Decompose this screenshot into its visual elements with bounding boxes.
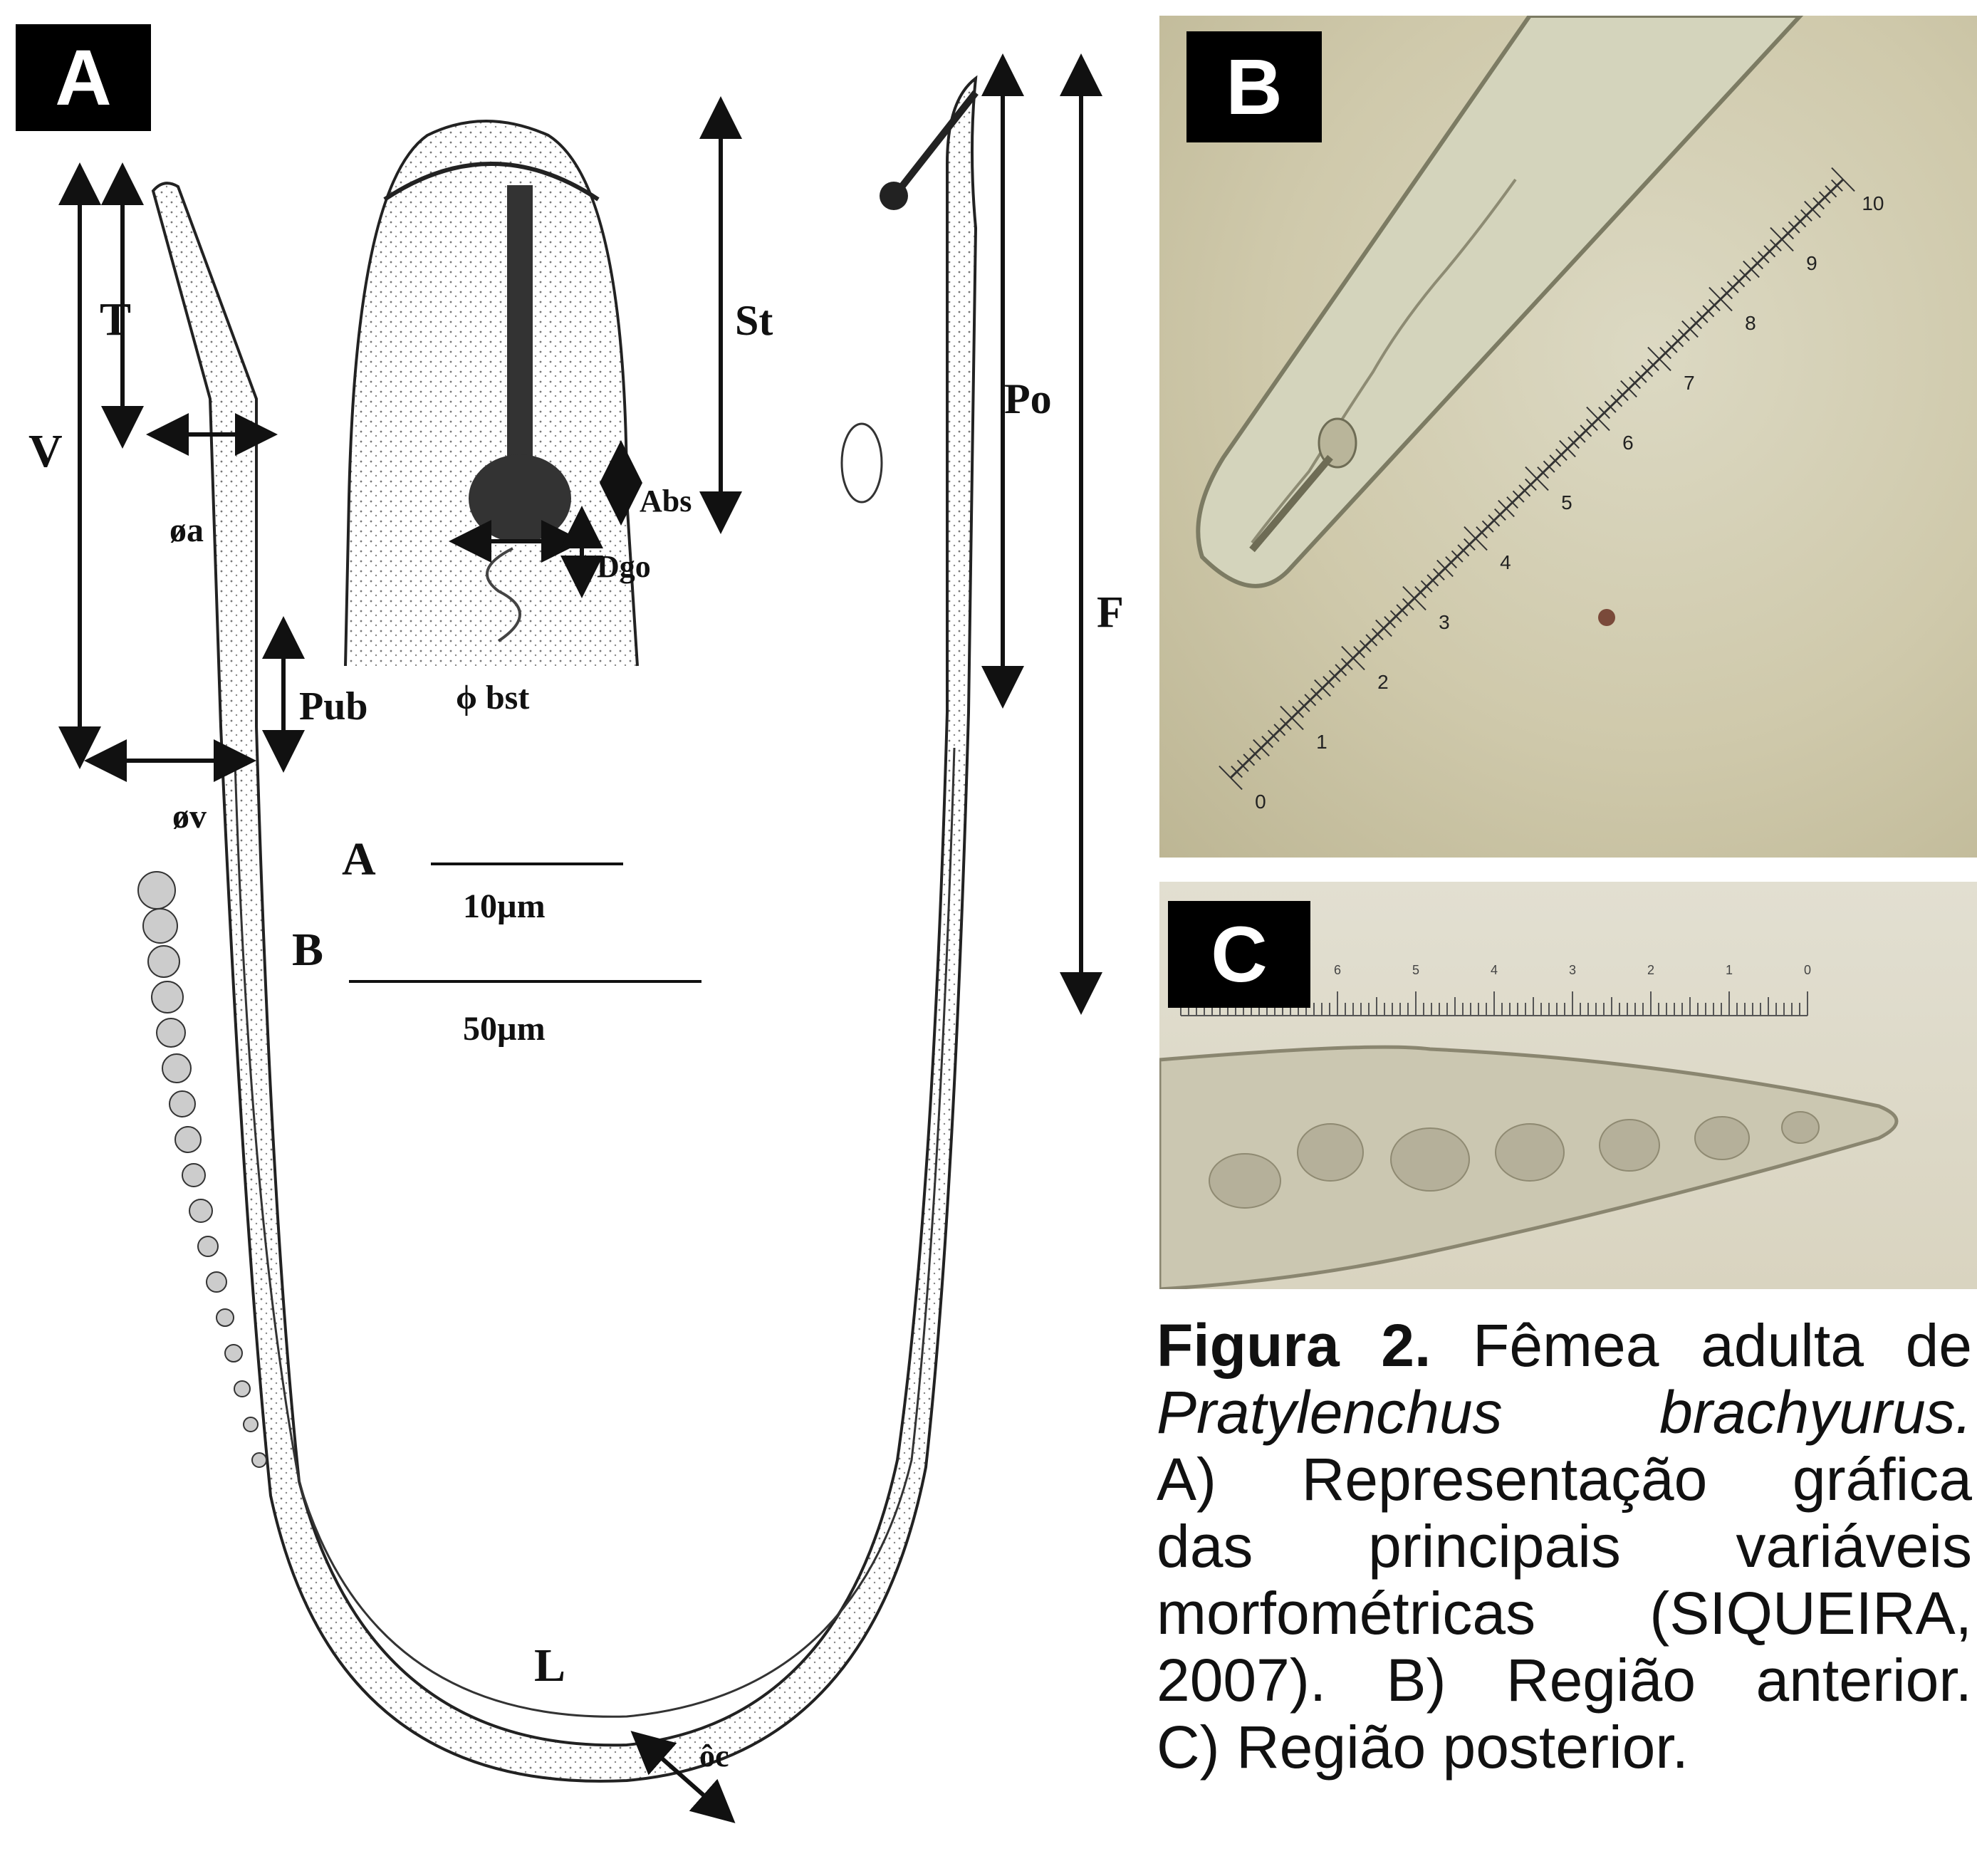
label-st: St: [735, 297, 773, 344]
ruler-b-label: 9: [1806, 252, 1817, 274]
label-bst: ϕ bst: [456, 679, 529, 716]
panel-c-tag: C: [1168, 901, 1310, 1008]
caption-line1-rest: Fêmea adulta de: [1431, 1312, 1972, 1379]
label-f: F: [1097, 588, 1124, 637]
ruler-b-label: 8: [1745, 312, 1756, 334]
caption-line-6: 2007). B) Região anterior.: [1157, 1647, 1972, 1714]
panel-a-drawing: T V øa Pub øv St Abs Dgo ϕ bst Po F L ôc…: [0, 0, 1154, 1876]
scale-b-value: 50µm: [463, 1010, 546, 1048]
caption-species: Pratylenchus brachyurus.: [1157, 1379, 1972, 1446]
ruler-b-label: 1: [1316, 731, 1327, 753]
label-oc: ôc: [699, 1739, 729, 1773]
scale-a-letter: A: [342, 833, 376, 885]
label-l: L: [534, 1640, 565, 1692]
label-pub: Pub: [299, 684, 368, 729]
caption-line-7: C) Região posterior.: [1157, 1714, 1972, 1781]
label-abs: Abs: [640, 484, 692, 518]
label-t: T: [100, 293, 131, 345]
label-po: Po: [1004, 375, 1052, 422]
ruler-b-label: 6: [1622, 432, 1634, 454]
label-dgo: Dgo: [597, 549, 651, 584]
ruler-c-label: 0: [1804, 963, 1811, 977]
panel-b-tag: B: [1186, 31, 1322, 142]
caption-line-5: morfométricas (SIQUEIRA,: [1157, 1580, 1972, 1647]
ruler-c-label: 2: [1647, 963, 1654, 977]
ruler-b-label: 7: [1684, 372, 1695, 394]
caption-label: Figura 2.: [1157, 1312, 1431, 1379]
intestine-line: [235, 748, 954, 1716]
caption-line-4: das principais variáveis: [1157, 1513, 1972, 1580]
caption-line-1: Figura 2. Fêmea adulta de: [1157, 1312, 1972, 1379]
figure-caption: Figura 2. Fêmea adulta de Pratylenchus b…: [1157, 1312, 1972, 1781]
label-ov: øv: [172, 798, 207, 835]
ruler-b-label: 5: [1561, 491, 1572, 514]
scale-a-value: 10µm: [463, 887, 546, 925]
ruler-c-label: 4: [1491, 963, 1498, 977]
ruler-b-label: 0: [1255, 791, 1266, 813]
ruler-c-label: 5: [1412, 963, 1419, 977]
ruler-c-label: 6: [1334, 963, 1341, 977]
ruler-c-label: 1: [1726, 963, 1733, 977]
caption-line-3: A) Representação gráfica: [1157, 1446, 1972, 1513]
scale-b-letter: B: [292, 924, 323, 976]
label-oa: øa: [169, 511, 204, 549]
panel-a-tag: A: [16, 24, 151, 131]
ruler-b-label: 4: [1500, 551, 1511, 573]
caption-species-name: Pratylenchus brachyurus.: [1157, 1379, 1972, 1446]
ruler-c-label: 3: [1569, 963, 1576, 977]
ruler-b-label: 10: [1862, 192, 1884, 214]
label-v: V: [28, 425, 63, 477]
ruler-b-label: 2: [1377, 671, 1389, 693]
ruler-b-label: 3: [1439, 611, 1450, 633]
